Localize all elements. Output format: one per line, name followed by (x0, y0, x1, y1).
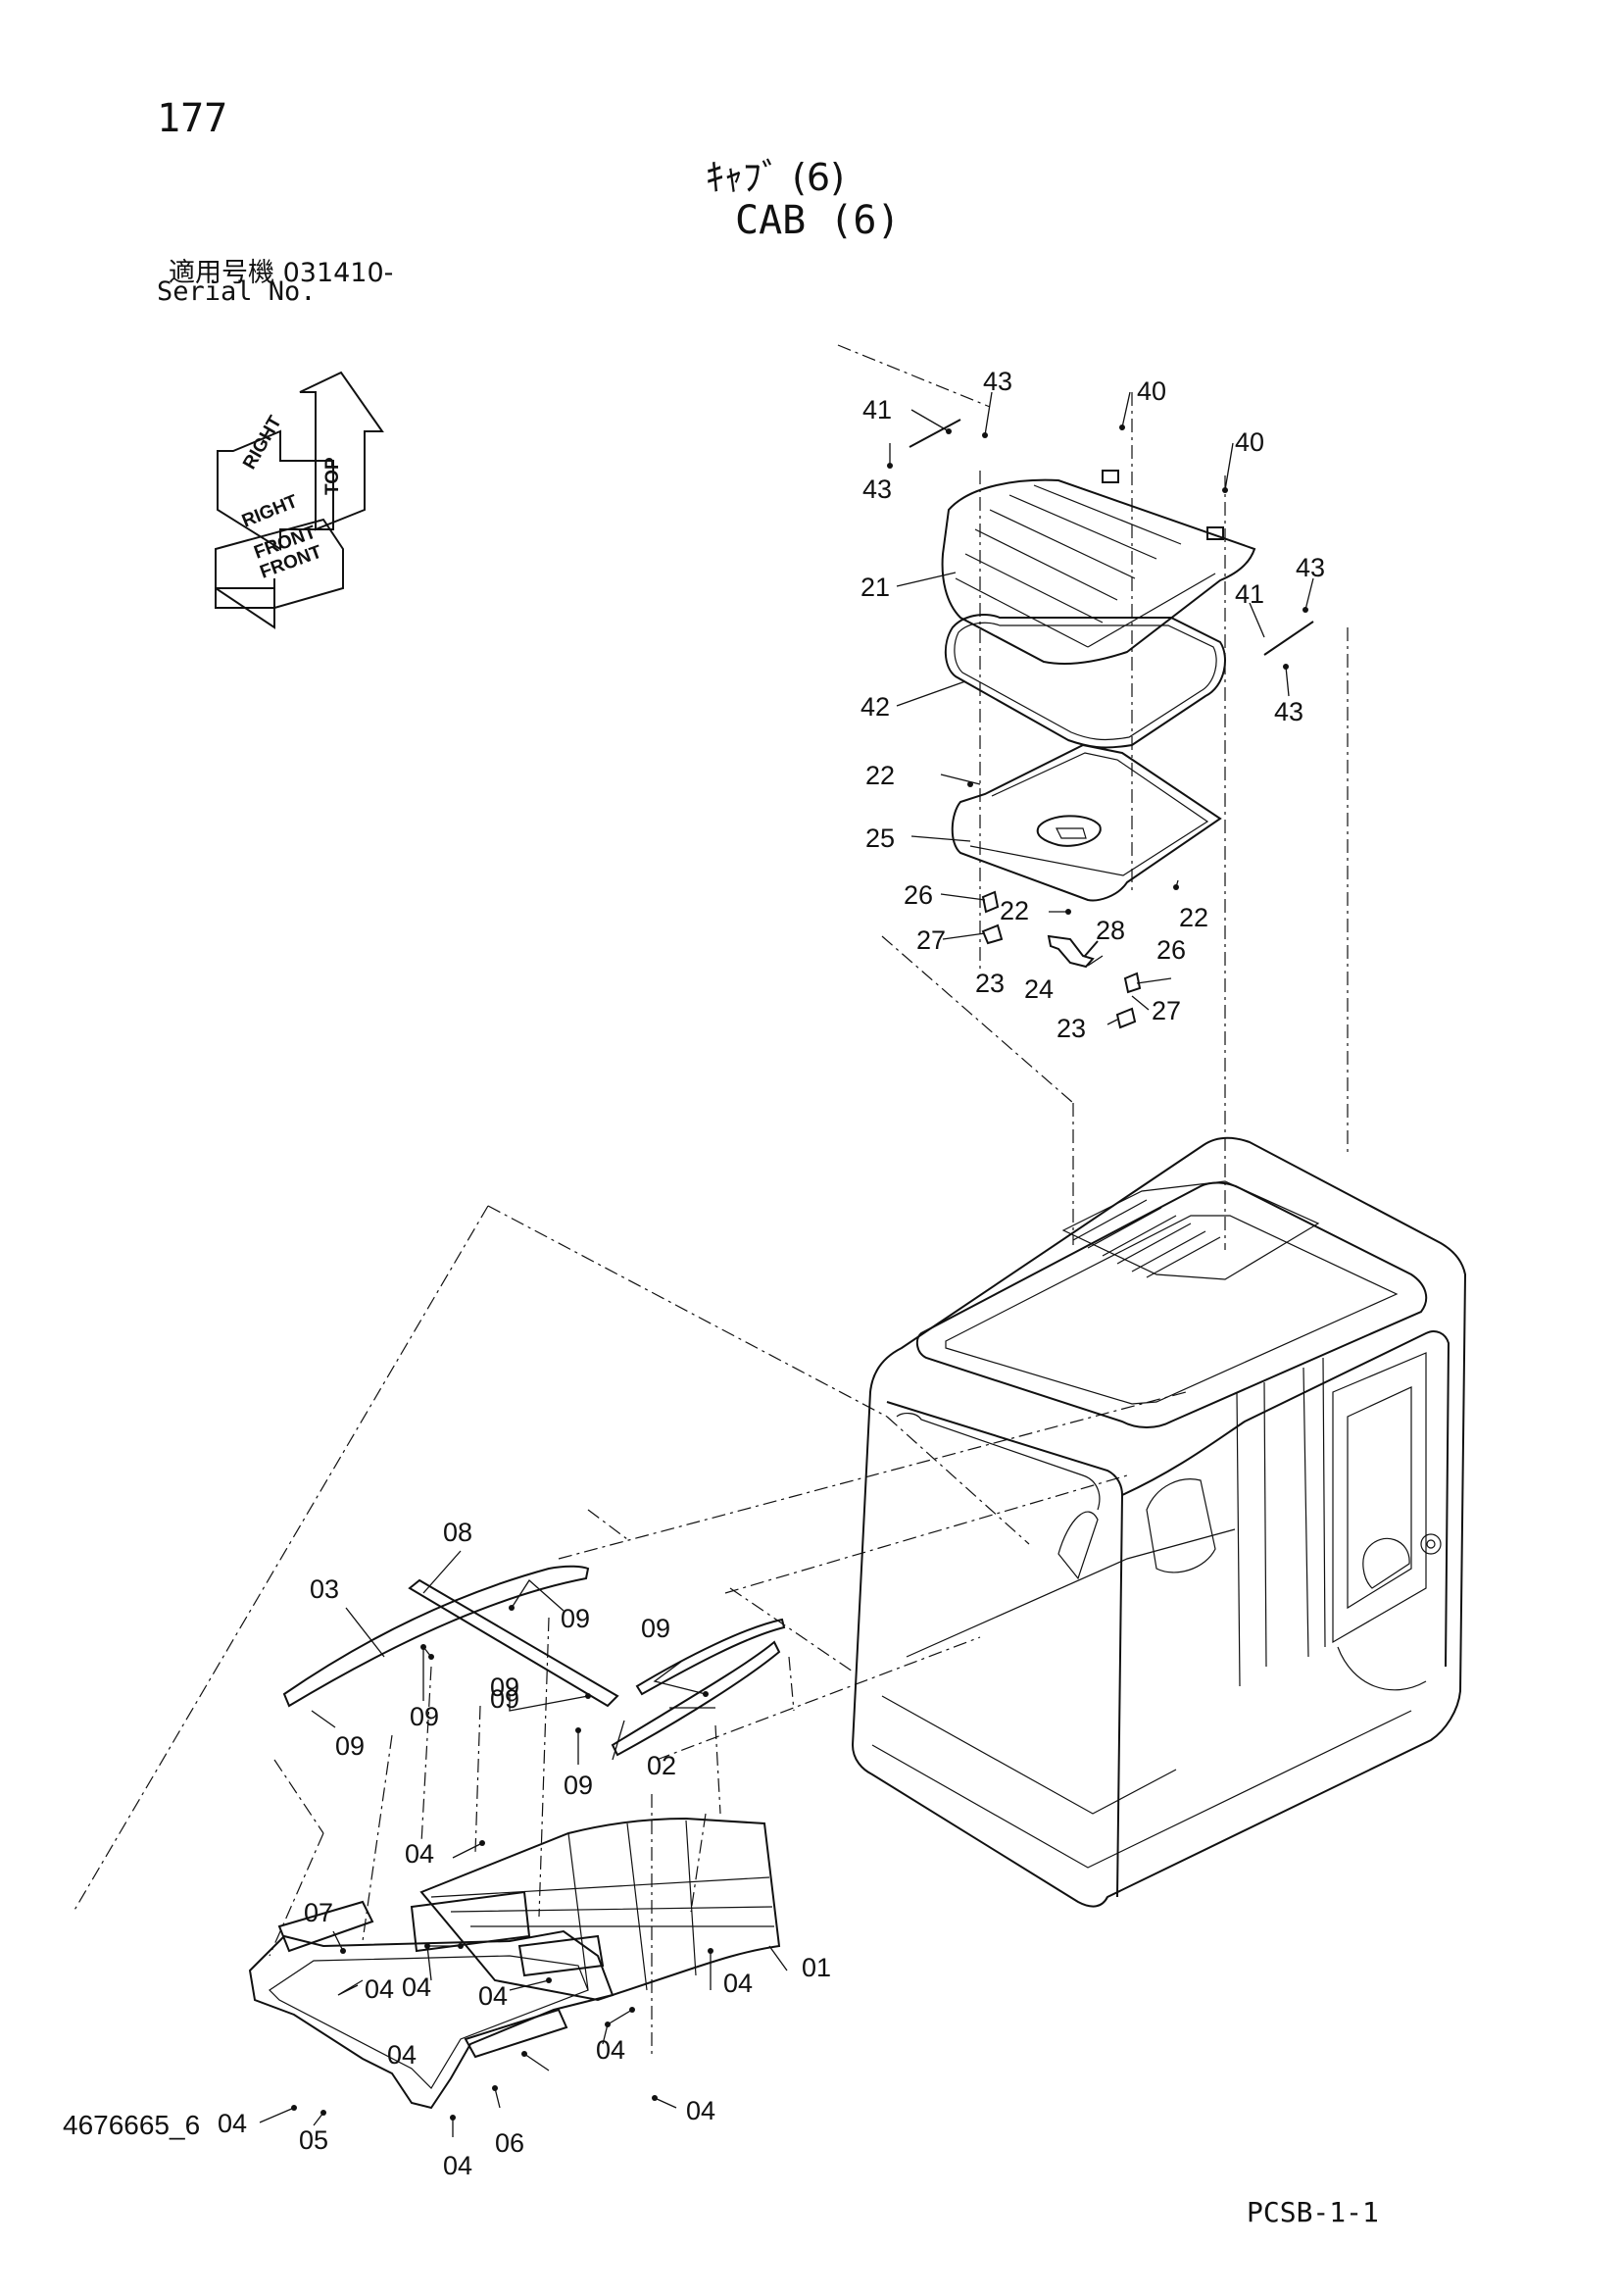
callout-42: 42 (860, 692, 890, 722)
roof-cover-21 (941, 470, 1256, 665)
callout-leaders (259, 391, 1314, 2137)
callout-labels: 43 41 43 40 40 43 41 43 21 42 22 25 22 2… (218, 367, 1325, 2180)
front-arrow (215, 518, 344, 629)
callout-27: 27 (916, 925, 946, 955)
callout-28: 28 (1096, 916, 1125, 945)
callout-08: 08 (443, 1518, 472, 1547)
callout-41: 41 (1235, 579, 1264, 609)
callout-26: 26 (904, 880, 933, 910)
callout-41: 41 (862, 395, 892, 424)
callout-23: 23 (975, 969, 1005, 998)
fastener-dots (291, 424, 1308, 2121)
callout-40: 40 (1137, 376, 1166, 406)
callout-01: 01 (802, 1953, 831, 1982)
guide-lines (73, 344, 1349, 2054)
orientation-indicator: TOP RIGHT RIGHT FRONT FRONT (215, 371, 384, 629)
callout-43: 43 (1274, 697, 1303, 726)
callout-21: 21 (860, 573, 890, 602)
callout-22: 22 (1000, 896, 1029, 925)
axis-label-right: RIGHT (239, 491, 301, 532)
page-number: 177 (157, 96, 228, 141)
callout-04: 04 (596, 2035, 625, 2065)
reinforcements-06-07 (277, 1890, 605, 2059)
callout-25: 25 (865, 824, 895, 853)
callout-05: 05 (299, 2125, 328, 2155)
roof-panel-01 (419, 1817, 781, 2002)
callout-43: 43 (983, 367, 1012, 396)
roof-frame-05 (248, 1929, 614, 2110)
roof-liner-25 (951, 743, 1222, 902)
callout-04: 04 (443, 2151, 472, 2180)
cab-frame (851, 1136, 1467, 1908)
callout-09: 09 (561, 1604, 590, 1633)
callout-23: 23 (1057, 1014, 1086, 1043)
callout-06: 06 (495, 2128, 524, 2158)
callout-04: 04 (365, 1974, 394, 2004)
callout-09: 09 (641, 1614, 670, 1643)
front-arrow-base (215, 549, 275, 609)
callout-04: 04 (387, 2040, 417, 2070)
pins-41 (909, 419, 1314, 656)
axis-label-right-mirrored: RIGHT (239, 412, 286, 473)
callout-04: 04 (218, 2109, 247, 2138)
callout-07: 07 (304, 1898, 333, 1927)
side-rail-03 (282, 1565, 590, 1708)
title-english: CAB (6) (735, 198, 901, 243)
seal-42 (944, 614, 1226, 749)
axis-label-top: TOP (322, 457, 343, 495)
title-japanese: ｷｬﾌﾞ (6) (706, 156, 845, 199)
callout-09: 09 (490, 1672, 519, 1702)
right-arrow (217, 429, 334, 551)
callout-27: 27 (1152, 996, 1181, 1025)
callout-04: 04 (402, 1972, 431, 2002)
top-arrow (299, 371, 384, 531)
callout-04: 04 (405, 1839, 434, 1869)
serial-number-label: Serial No. (157, 276, 317, 307)
callout-22: 22 (865, 761, 895, 790)
callout-26: 26 (1156, 935, 1186, 965)
brackets-23-28 (981, 890, 1142, 1029)
callout-09: 09 (564, 1771, 593, 1800)
callout-40: 40 (1235, 427, 1264, 457)
callout-24: 24 (1024, 974, 1054, 1004)
side-rail-02 (611, 1618, 786, 1757)
callout-09: 09 (335, 1731, 365, 1761)
strip-08 (408, 1578, 619, 1708)
drawing-number: 4676665_6 (63, 2110, 201, 2140)
callout-04: 04 (686, 2096, 715, 2125)
callout-09: 09 (410, 1702, 439, 1731)
callout-22: 22 (1179, 903, 1208, 932)
callout-09: 09 (490, 1684, 519, 1714)
page-code: PCSB-1-1 (1247, 2196, 1379, 2228)
callout-02: 02 (647, 1751, 676, 1780)
callout-43: 43 (1296, 553, 1325, 582)
callout-04: 04 (723, 1969, 753, 1998)
callout-43: 43 (862, 474, 892, 504)
callout-04: 04 (478, 1981, 508, 2011)
callout-03: 03 (310, 1574, 339, 1604)
serial-number-japanese: 適用号機 031410- (169, 258, 394, 288)
